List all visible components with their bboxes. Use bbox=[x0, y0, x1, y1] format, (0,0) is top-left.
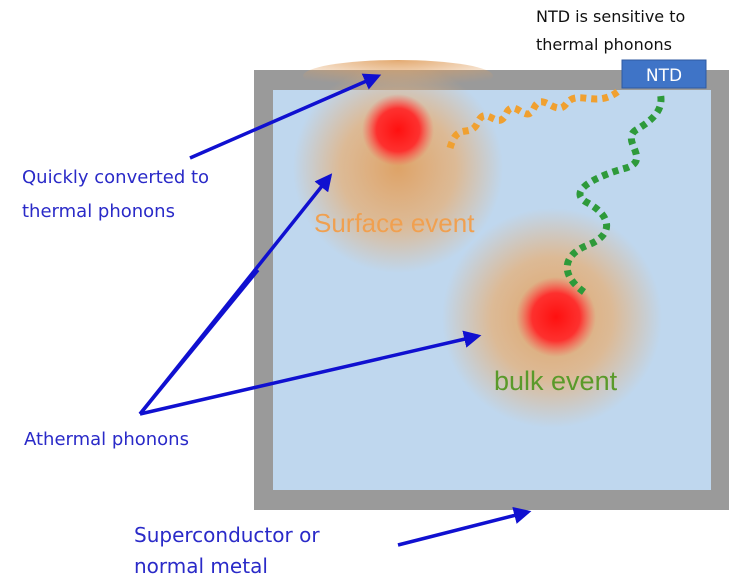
arrow-athermal-to-bulk bbox=[139, 330, 482, 416]
arrow-quick-to-surface-top bbox=[189, 73, 382, 160]
surface-event-label: Surface event bbox=[314, 208, 475, 238]
quick-conversion-line1: Quickly converted to bbox=[22, 167, 209, 188]
arrow-athermal-to-frame-left bbox=[138, 268, 260, 416]
superconductor-line2: normal metal bbox=[134, 554, 268, 578]
ntd-sensor bbox=[621, 59, 707, 89]
bulk-thermal-phonon-path bbox=[563, 91, 665, 295]
arrow-superconductor-to-frame bbox=[397, 506, 532, 547]
ntd-sensitive-line1: NTD is sensitive to bbox=[536, 7, 685, 26]
ntd-label: NTD bbox=[646, 66, 682, 86]
quick-conversion-line2: thermal phonons bbox=[22, 201, 175, 222]
superconductor-line1: Superconductor or bbox=[134, 523, 320, 547]
bulk-event-label: bulk event bbox=[494, 366, 618, 396]
surface-thermal-phonon-path bbox=[446, 87, 623, 150]
surface-event-hotspot bbox=[362, 94, 434, 166]
athermal-phonons-label: Athermal phonons bbox=[24, 429, 189, 450]
bulk-event-hotspot bbox=[516, 277, 596, 357]
surface-event-glow bbox=[293, 63, 503, 273]
ntd-sensitive-line2: thermal phonons bbox=[536, 35, 672, 54]
